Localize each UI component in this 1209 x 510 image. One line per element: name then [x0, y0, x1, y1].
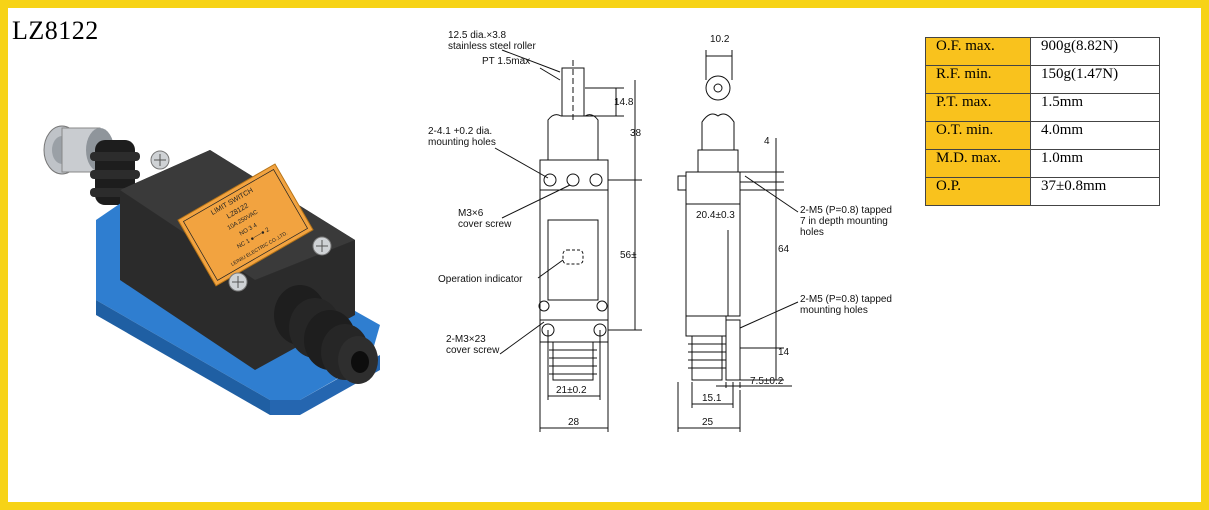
screw-icon: [150, 150, 332, 292]
dim-14-8: 14.8: [614, 97, 634, 108]
mounting-hole-sub: mounting holes: [428, 137, 496, 148]
roller-material-label: stainless steel roller: [448, 41, 536, 52]
dim-64: 64: [778, 244, 790, 255]
spec-value: 900g(8.82N): [1030, 37, 1160, 66]
spec-value: 37±0.8mm: [1030, 177, 1160, 206]
spec-key: O.T. min.: [925, 121, 1031, 150]
m3x23-label: 2-M3×23: [446, 334, 486, 345]
spec-value: 4.0mm: [1030, 121, 1160, 150]
m5-holes-label: 2-M5 (P=0.8) tapped: [800, 294, 892, 305]
cable-gland: [274, 285, 378, 384]
pt-label: PT 1.5max: [482, 56, 530, 67]
spec-row: O.P.37±0.8mm: [925, 177, 1160, 206]
m3x23-sub: cover screw: [446, 345, 500, 356]
spec-key: M.D. max.: [925, 149, 1031, 178]
spec-value: 1.0mm: [1030, 149, 1160, 178]
m5-tapped-sub2: holes: [800, 227, 824, 238]
dim-38: 38: [630, 128, 642, 139]
spec-key: O.F. max.: [925, 37, 1031, 66]
dim-28: 28: [568, 417, 580, 428]
dim-14: 14: [778, 347, 790, 358]
spec-table: O.F. max.900g(8.82N) R.F. min.150g(1.47N…: [925, 37, 1160, 206]
product-photo: LIMIT SWITCH LZ8122 10A 250VAC NO 3 4 NC…: [43, 125, 380, 415]
spec-key: R.F. min.: [925, 65, 1031, 94]
spec-row: M.D. max.1.0mm: [925, 149, 1160, 178]
roller-label: 12.5 dia.×3.8: [448, 30, 507, 41]
spec-key: O.P.: [925, 177, 1031, 206]
spec-row: O.F. max.900g(8.82N): [925, 37, 1160, 66]
m3x6-sub: cover screw: [458, 219, 512, 230]
dim-20-4: 20.4±0.3: [696, 210, 735, 221]
m5-tapped-sub: 7 in depth mounting: [800, 216, 888, 227]
model-title: LZ8122: [12, 16, 99, 45]
spec-value: 150g(1.47N): [1030, 65, 1160, 94]
dimension-drawing: 12.5 dia.×3.8 stainless steel roller PT …: [428, 30, 892, 432]
spec-row: R.F. min.150g(1.47N): [925, 65, 1160, 94]
side-view: [677, 75, 741, 381]
dim-25: 25: [702, 417, 714, 428]
dim-15-1: 15.1: [702, 393, 722, 404]
dim-7-5: 7.5±0.2: [750, 376, 784, 387]
dim-21: 21±0.2: [556, 385, 587, 396]
indicator-label: Operation indicator: [438, 274, 523, 285]
spec-value: 1.5mm: [1030, 93, 1160, 122]
spec-row: P.T. max.1.5mm: [925, 93, 1160, 122]
spec-key: P.T. max.: [925, 93, 1031, 122]
dim-10-2: 10.2: [710, 34, 730, 45]
m5-holes-sub: mounting holes: [800, 305, 868, 316]
mounting-hole-label: 2-4.1 +0.2 dia.: [428, 126, 492, 137]
spec-row: O.T. min.4.0mm: [925, 121, 1160, 150]
dim-56: 56±: [620, 250, 637, 261]
m5-tapped-label: 2-M5 (P=0.8) tapped: [800, 205, 892, 216]
m3x6-label: M3×6: [458, 208, 484, 219]
dim-4: 4: [764, 136, 770, 147]
front-view: [538, 60, 609, 381]
